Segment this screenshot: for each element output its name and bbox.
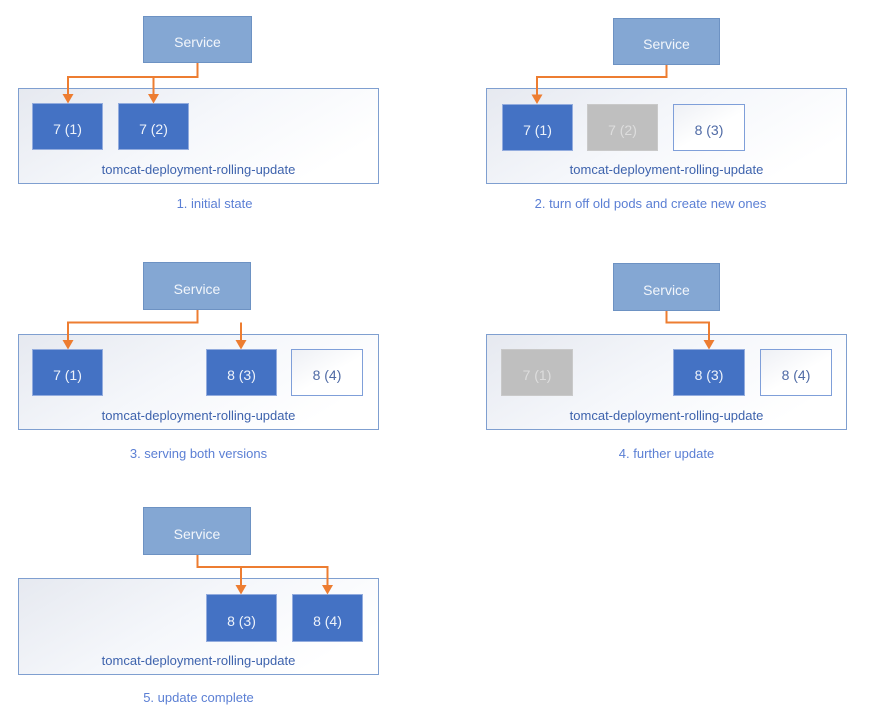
pod-box: 7 (1) bbox=[32, 349, 103, 396]
pod-label: 8 (3) bbox=[694, 367, 724, 383]
pod-box: 7 (1) bbox=[32, 103, 103, 150]
deployment-label: tomcat-deployment-rolling-update bbox=[101, 162, 296, 177]
pod-box: 8 (3) bbox=[673, 349, 745, 396]
panel-caption: 1. initial state bbox=[176, 196, 253, 211]
deployment-label: tomcat-deployment-rolling-update bbox=[101, 653, 296, 668]
service-box-1: Service bbox=[143, 16, 252, 63]
pod-box: 8 (4) bbox=[291, 349, 363, 396]
pod-box: 7 (1) bbox=[501, 349, 573, 396]
pod-box: 8 (3) bbox=[206, 349, 277, 396]
service-box-2: Service bbox=[613, 18, 720, 65]
pod-box: 7 (1) bbox=[502, 104, 573, 151]
pod-label: 7 (2) bbox=[139, 121, 168, 137]
pod-box: 7 (2) bbox=[587, 104, 658, 151]
pod-box: 8 (3) bbox=[206, 594, 277, 642]
service-box-4: Service bbox=[613, 263, 720, 311]
service-label: Service bbox=[174, 34, 221, 50]
pod-label: 7 (1) bbox=[523, 122, 552, 138]
pod-label: 8 (4) bbox=[781, 367, 811, 383]
pod-box: 8 (3) bbox=[673, 104, 745, 151]
pod-label: 8 (3) bbox=[227, 612, 256, 629]
deployment-label: tomcat-deployment-rolling-update bbox=[101, 408, 296, 423]
service-label: Service bbox=[173, 525, 221, 542]
pod-label: 7 (1) bbox=[53, 367, 82, 383]
deployment-label: tomcat-deployment-rolling-update bbox=[569, 408, 764, 423]
panel-caption: 5. update complete bbox=[143, 690, 254, 705]
panel-caption: 3. serving both versions bbox=[129, 446, 268, 461]
pod-label: 7 (1) bbox=[522, 367, 552, 383]
pod-label: 7 (1) bbox=[53, 121, 82, 137]
pod-label: 7 (2) bbox=[608, 122, 637, 138]
pod-box: 8 (4) bbox=[760, 349, 832, 396]
service-label: Service bbox=[643, 281, 690, 298]
pod-label: 8 (4) bbox=[312, 367, 342, 383]
pod-label: 8 (4) bbox=[313, 612, 342, 629]
pod-box: 8 (4) bbox=[292, 594, 363, 642]
deployment-label: tomcat-deployment-rolling-update bbox=[569, 162, 764, 177]
pod-label: 8 (3) bbox=[694, 122, 724, 138]
service-label: Service bbox=[643, 36, 690, 52]
service-label: Service bbox=[173, 280, 221, 297]
service-box-3: Service bbox=[143, 262, 251, 310]
panel-caption: 4. further update bbox=[618, 446, 715, 461]
pod-box: 7 (2) bbox=[118, 103, 189, 150]
service-box-5: Service bbox=[143, 507, 251, 555]
pod-label: 8 (3) bbox=[227, 367, 256, 383]
panel-caption: 2. turn off old pods and create new ones bbox=[534, 196, 767, 211]
